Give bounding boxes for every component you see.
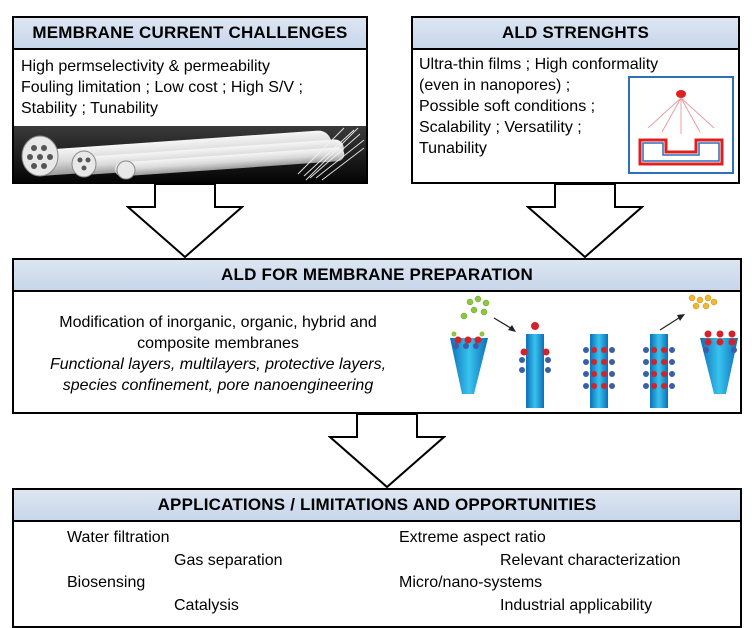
limitation-characterization: Relevant characterization xyxy=(500,551,681,569)
application-gas: Gas separation xyxy=(174,551,283,569)
limitation-aspect-ratio: Extreme aspect ratio xyxy=(399,529,546,546)
ald-strengths-line-2: (even in nanopores) ; xyxy=(419,77,571,94)
preparation-line-4: species confinement, pore nanoengineerin… xyxy=(62,377,374,394)
membrane-tubes-image xyxy=(14,126,366,182)
ald-strengths-line-5: Tunability xyxy=(419,140,487,157)
preparation-line-3: Functional layers, multilayers, protecti… xyxy=(49,356,387,373)
preparation-line-1: Modification of inorganic, organic, hybr… xyxy=(59,314,377,331)
applications-right: Extreme aspect ratio Relevant characteri… xyxy=(399,527,739,617)
conformal-coating-schematic xyxy=(628,76,734,174)
challenges-line-2: Fouling limitation ; Low cost ; High S/V… xyxy=(21,79,303,96)
ald-strengths-line-1: Ultra-thin films ; High conformality xyxy=(419,56,659,73)
challenges-title: MEMBRANE CURRENT CHALLENGES xyxy=(12,16,368,50)
arrow-challenges-to-preparation xyxy=(126,183,244,259)
challenges-text: High permselectivity & permeability Foul… xyxy=(21,56,366,119)
arrow-preparation-to-applications xyxy=(328,413,446,489)
limitation-micro-nano: Micro/nano-systems xyxy=(399,574,543,591)
ald-strengths-line-3: Possible soft conditions ; xyxy=(419,98,596,115)
preparation-line-2: composite membranes xyxy=(137,335,299,352)
ald-strengths-text: Ultra-thin films ; High conformality (ev… xyxy=(419,54,659,159)
application-water: Water filtration xyxy=(67,529,170,546)
preparation-title: ALD FOR MEMBRANE PREPARATION xyxy=(12,258,742,292)
limitation-industrial: Industrial applicability xyxy=(500,596,653,614)
application-biosensing: Biosensing xyxy=(67,574,146,591)
pore-nanoengineering-schematic xyxy=(450,294,738,408)
application-catalysis: Catalysis xyxy=(174,596,239,614)
applications-left: Water filtration Gas separation Biosensi… xyxy=(67,527,367,617)
challenges-line-1: High permselectivity & permeability xyxy=(21,58,270,75)
ald-strengths-line-4: Scalability ; Versatility ; xyxy=(419,119,582,136)
arrow-strengths-to-preparation xyxy=(526,183,644,259)
ald-strengths-title: ALD STRENGHTS xyxy=(411,16,740,50)
challenges-line-3: Stability ; Tunability xyxy=(21,100,158,117)
preparation-text: Modification of inorganic, organic, hybr… xyxy=(18,312,418,396)
applications-title: APPLICATIONS / LIMITATIONS AND OPPORTUNI… xyxy=(12,488,742,522)
